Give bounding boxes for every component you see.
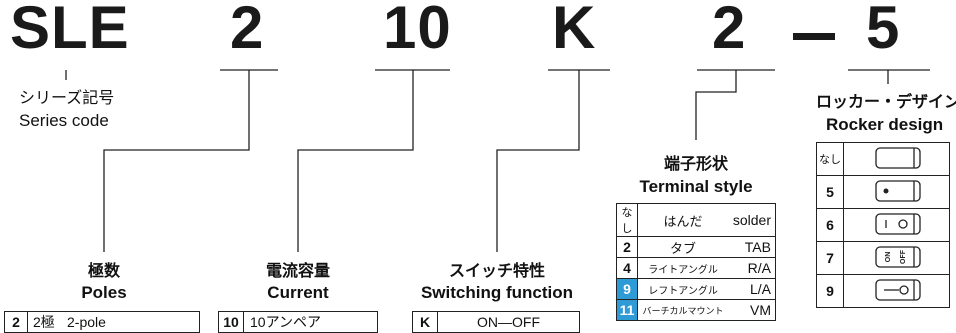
terminal-key-0: なし [616,203,638,237]
current-title-en: Current [267,283,329,302]
table-row: 7 ON OFF [816,241,950,275]
series-label-en: Series code [19,111,109,130]
on-off-rocker-icon: ON OFF [875,245,921,268]
poles-key: 2 [4,311,28,333]
terminal-code: 2 [712,0,747,61]
table-row: 2 2極 2-pole [4,311,200,333]
table-row: 10 10アンペア [218,311,378,333]
terminal-en-0: solder [728,203,777,237]
terminal-table: なし はんだ solder 2 タブ TAB 4 ライトアングル R/A 9 レ… [616,203,777,321]
rocker-key-3: 7 [816,241,844,275]
terminal-jp-4: バーチカルマウント [637,299,729,321]
poles-table: 2 2極 2-pole [4,311,200,333]
terminal-key-4: 11 [616,299,638,321]
table-row: 6 [816,208,950,242]
i-o-rocker-icon [875,212,921,235]
table-row: なし [816,142,950,176]
table-row: 4 ライトアングル R/A [616,257,777,279]
poles-code: 2 [230,0,265,61]
poles-title-jp: 極数 [87,263,120,280]
table-row: 5 [816,175,950,209]
switching-code: K [552,0,597,61]
rocker-key-4: 9 [816,274,844,308]
rocker-title-en: Rocker design [826,115,944,134]
series-label-jp: シリーズ記号 [19,90,115,107]
rocker-off-text: OFF [900,249,907,264]
rocker-on-text: ON [885,251,892,262]
terminal-title-jp: 端子形状 [663,156,728,173]
poles-title-en: Poles [81,283,127,302]
rocker-table: なし 5 6 7 [816,142,950,308]
terminal-key-2: 4 [616,257,638,279]
table-row: 9 [816,274,950,308]
poles-en: 2-pole [63,311,200,333]
series-code: SLE [10,0,130,61]
rocker-key-2: 6 [816,208,844,242]
table-row: K ON—OFF [412,311,580,333]
table-row: なし はんだ solder [616,203,777,237]
blank-rocker-icon [875,146,921,169]
dot-rocker-icon [875,179,921,202]
terminal-key-1: 2 [616,236,638,258]
current-code: 10 [383,0,452,61]
rocker-title-jp: ロッカー・デザイン [816,94,956,111]
rocker-key-0: なし [816,142,844,176]
current-key: 10 [218,311,244,333]
table-row: 9 レフトアングル L/A [616,278,777,300]
terminal-en-4: VM [728,299,777,321]
switching-key: K [412,311,438,333]
terminal-en-2: R/A [728,257,777,279]
terminal-en-1: TAB [728,236,777,258]
poles-jp: 2極 [27,311,63,333]
rocker-code: 5 [866,0,901,61]
terminal-jp-3: レフトアングル [637,278,729,300]
switching-table: K ON—OFF [412,311,580,333]
terminal-jp-1: タブ [637,236,729,258]
table-row: 2 タブ TAB [616,236,777,258]
dash-separator [793,33,835,40]
terminal-jp-2: ライトアングル [637,257,729,279]
current-title-jp: 電流容量 [265,263,330,280]
switching-value: ON—OFF [437,311,580,333]
current-table: 10 10アンペア [218,311,378,333]
table-row: 11 バーチカルマウント VM [616,299,777,321]
rocker-key-1: 5 [816,175,844,209]
current-value: 10アンペア [243,311,378,333]
terminal-title-en: Terminal style [639,177,753,196]
switching-title-en: Switching function [420,283,574,302]
terminal-jp-0: はんだ [637,203,729,237]
dash-circle-rocker-icon [875,278,921,301]
switching-title-jp: スイッチ特性 [448,263,545,280]
terminal-en-3: L/A [728,278,777,300]
terminal-key-3: 9 [616,278,638,300]
